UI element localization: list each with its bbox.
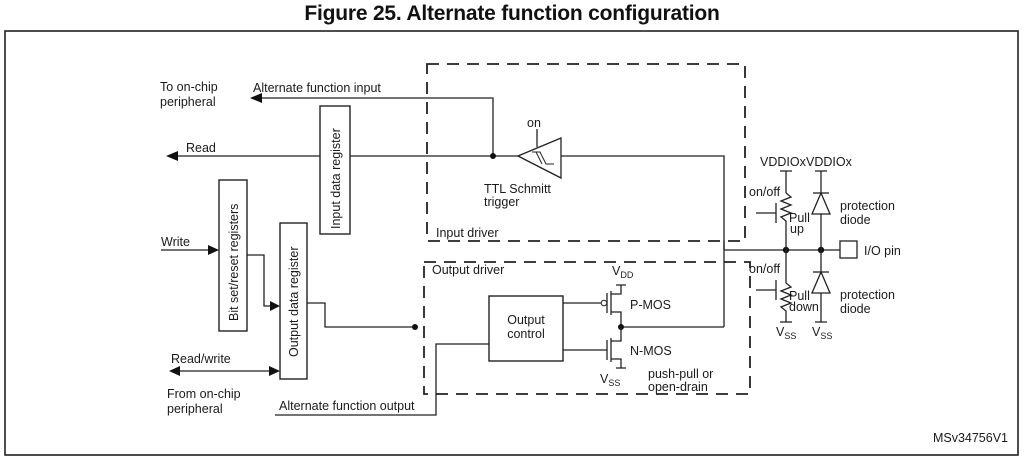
from-peripheral-label: peripheral xyxy=(167,402,223,416)
output-data-register xyxy=(279,222,308,380)
from-on-chip-label: From on-chip xyxy=(167,387,241,401)
bsrr-to-odr-wire xyxy=(247,254,278,307)
mode-label-2: open-drain xyxy=(648,380,708,394)
write-label: Write xyxy=(161,235,190,249)
diode-down-ground xyxy=(815,293,827,323)
input-driver-region xyxy=(426,63,746,242)
odr-output-wire xyxy=(307,302,415,328)
read-label: Read xyxy=(186,141,216,155)
input-driver-label: Input driver xyxy=(436,226,499,240)
diode-up-label-1: protection xyxy=(840,199,895,213)
output-control-block xyxy=(488,295,564,362)
alt-func-output-label: Alternate function output xyxy=(279,399,415,413)
pulldown-label-2: down xyxy=(789,300,819,314)
pullup-on-off-label: on/off xyxy=(749,185,781,199)
junction-dot xyxy=(490,153,496,159)
alt-func-input-arrow xyxy=(250,93,262,103)
hysteresis-icon xyxy=(532,151,554,165)
diode-down-label-1: protection xyxy=(840,288,895,302)
read-arrow xyxy=(166,151,178,161)
diode-up-label-2: diode xyxy=(840,213,871,227)
diode-up-supply xyxy=(815,170,827,193)
pmos-label: P-MOS xyxy=(630,298,671,312)
bsrr-to-odr-arrow xyxy=(270,301,280,311)
schmitt-label-line1: TTL Schmitt xyxy=(484,182,551,196)
schmitt-label-line2: trigger xyxy=(484,195,519,209)
bit-set-reset-label: Bit set/reset registers xyxy=(227,204,241,321)
pullup-label-1: Pull xyxy=(789,211,810,225)
to-on-chip-label: To on-chip xyxy=(160,80,218,94)
pulldown-on-off-label: on/off xyxy=(749,262,781,276)
protection-diode-up-icon xyxy=(811,191,831,215)
nmos-label: N-MOS xyxy=(630,344,672,358)
read-write-label: Read/write xyxy=(171,352,231,366)
vddiox-pullup-label: VDDIOx xyxy=(760,155,807,169)
pmos-bubble-icon xyxy=(600,299,608,307)
alt-func-output-wire xyxy=(275,343,489,416)
read-write-arrow-right xyxy=(269,366,280,376)
vss-label-nmos: VSS xyxy=(600,372,620,388)
read-write-arrow-left xyxy=(169,366,180,376)
pullup-label-2: up xyxy=(790,222,804,236)
pmos-source xyxy=(611,284,626,295)
pullup-switch-icon xyxy=(756,203,777,223)
figure-frame xyxy=(4,30,1019,456)
diode-down-label-2: diode xyxy=(840,302,871,316)
input-data-register-label: Input data register xyxy=(329,128,343,229)
pullup-supply xyxy=(780,170,792,193)
pulldown-switch-icon xyxy=(756,280,777,300)
vss-label-pulldown: VSS xyxy=(776,325,796,341)
vddiox-diode-label: VDDIOx xyxy=(806,155,853,169)
write-arrow xyxy=(208,245,219,255)
pulldown-resistor-icon xyxy=(779,250,793,322)
input-data-register xyxy=(319,105,351,235)
io-pin-icon xyxy=(839,240,858,259)
schmitt-input-wire xyxy=(561,155,725,327)
output-control-label-2: control xyxy=(507,327,545,341)
mux-dot xyxy=(412,324,418,330)
vdd-label: VDD xyxy=(612,264,634,280)
schmitt-on-label: on xyxy=(527,116,541,130)
output-control-label-1: Output xyxy=(507,313,545,327)
vss-label-diode: VSS xyxy=(812,325,832,341)
protection-diode-down-icon xyxy=(811,270,831,294)
nmos-terminals xyxy=(611,327,626,369)
to-peripheral-label: peripheral xyxy=(160,95,216,109)
pulldown-label-1: Pull xyxy=(789,289,810,303)
figure-id-code: MSv34756V1 xyxy=(933,431,1008,445)
alt-func-input-wire xyxy=(252,97,494,156)
pullup-resistor-icon xyxy=(779,192,793,250)
bit-set-reset-registers xyxy=(218,179,248,332)
pmos-drain xyxy=(611,311,724,328)
figure-title: Figure 25. Alternate function configurat… xyxy=(304,2,720,25)
output-driver-region xyxy=(423,261,751,395)
alt-func-input-label: Alternate function input xyxy=(253,81,381,95)
output-driver-label: Output driver xyxy=(432,263,504,277)
mode-label-1: push-pull or xyxy=(648,367,713,381)
io-pin-label: I/O pin xyxy=(864,244,901,258)
output-data-register-label: Output data register xyxy=(287,247,301,357)
